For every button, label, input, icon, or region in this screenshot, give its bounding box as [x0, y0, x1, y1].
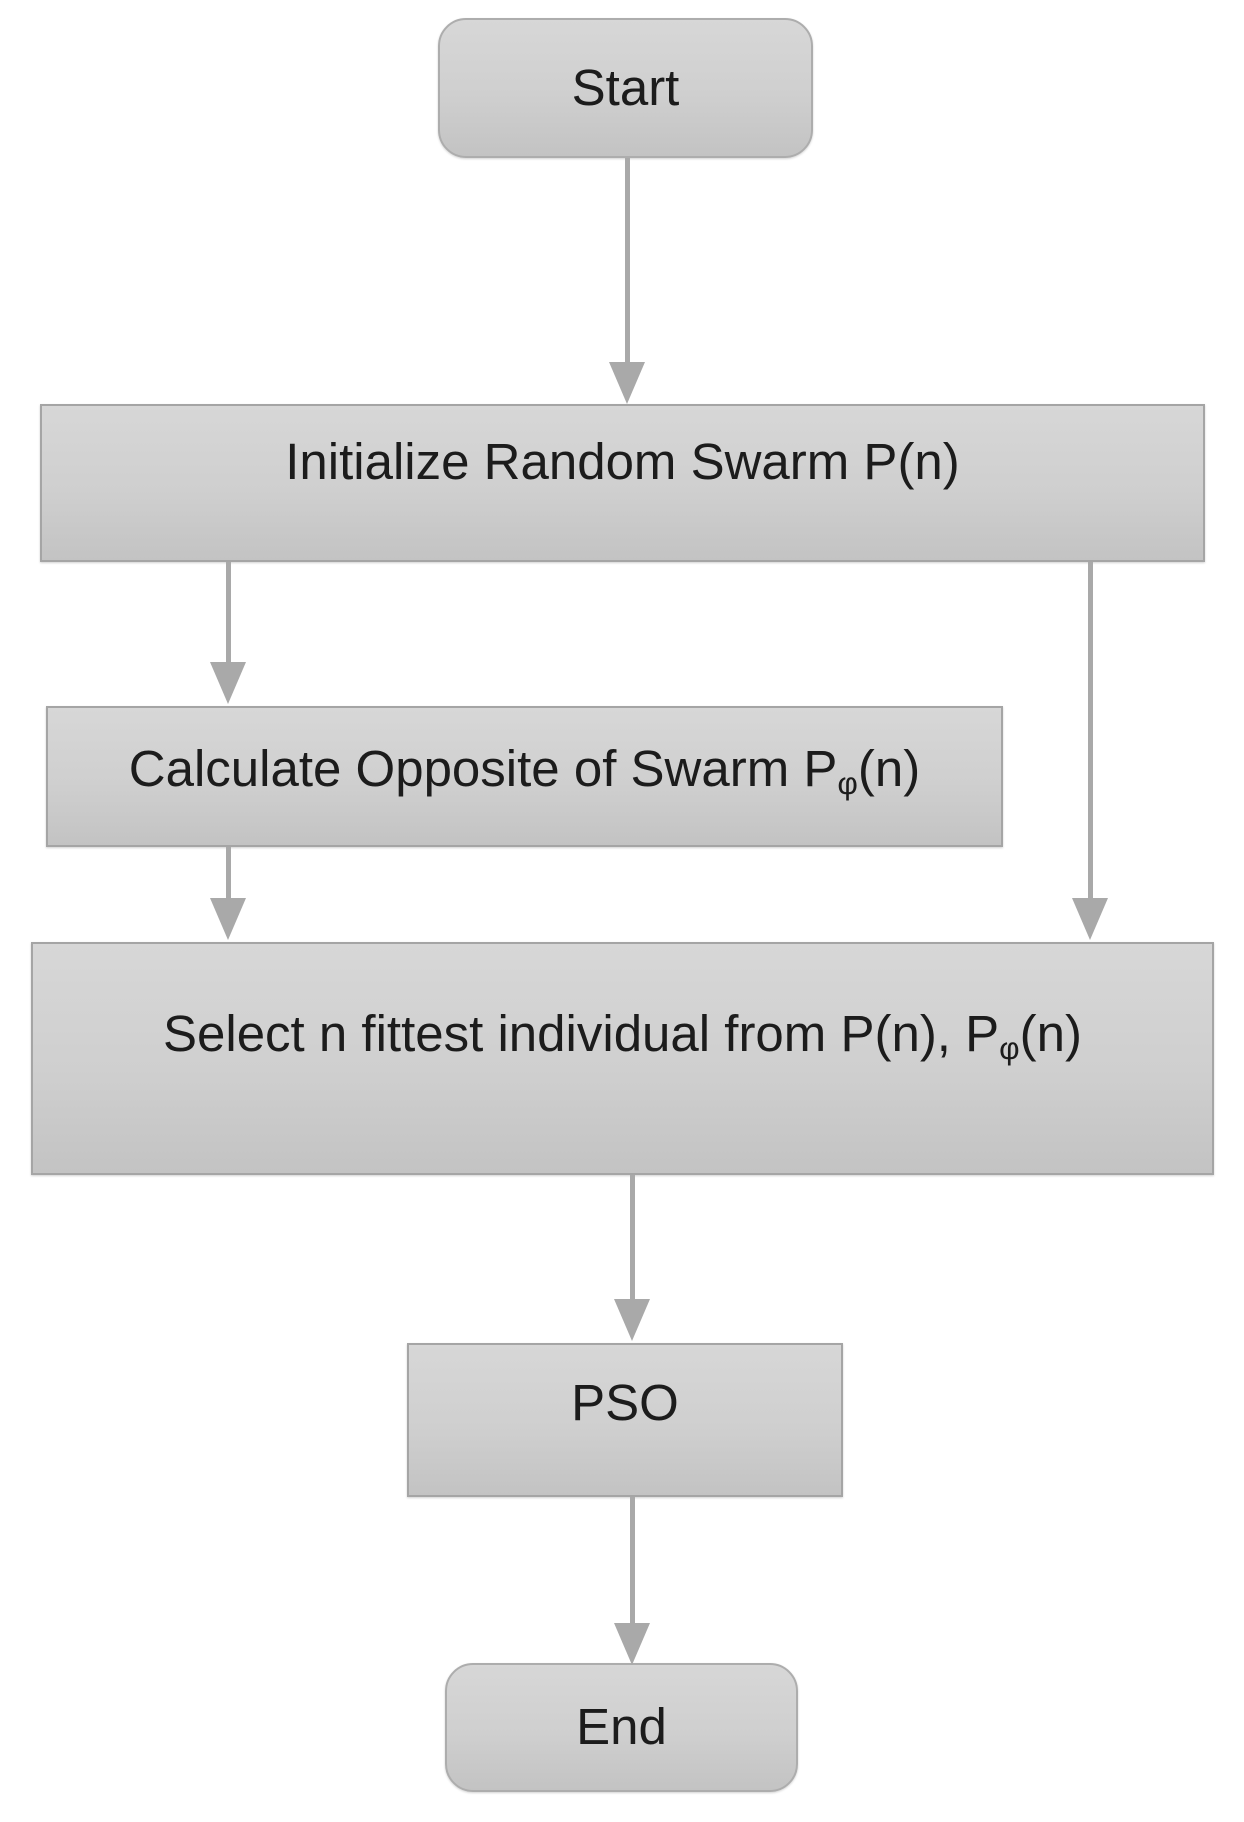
arrow-initialize-to-select — [1088, 562, 1093, 900]
arrowhead-start-to-initialize — [609, 362, 645, 404]
arrow-start-to-initialize — [625, 158, 630, 364]
node-start-label: Start — [571, 58, 680, 116]
node-start: Start — [438, 18, 813, 158]
node-calculate-opposite: Calculate Opposite of Swarm Pφ(n) — [46, 706, 1003, 847]
node-pso: PSO — [407, 1343, 843, 1497]
node-calculate-opposite-label: Calculate Opposite of Swarm Pφ(n) — [128, 740, 921, 802]
arrow-initialize-to-opposite — [226, 562, 231, 664]
arrowhead-opposite-to-select — [210, 898, 246, 940]
arrow-opposite-to-select — [226, 847, 231, 900]
arrowhead-pso-to-end — [614, 1623, 650, 1665]
node-initialize-swarm-label: Initialize Random Swarm P(n) — [285, 432, 960, 490]
arrowhead-initialize-to-select — [1072, 898, 1108, 940]
node-end-label: End — [576, 1698, 667, 1756]
node-pso-label: PSO — [571, 1373, 679, 1431]
phi-subscript: φ — [837, 765, 858, 802]
node-initialize-swarm: Initialize Random Swarm P(n) — [40, 404, 1205, 562]
node-select-fittest: Select n fittest individual from P(n), P… — [31, 942, 1214, 1175]
node-end: End — [445, 1663, 798, 1792]
arrow-pso-to-end — [630, 1497, 635, 1625]
arrowhead-initialize-to-opposite — [210, 662, 246, 704]
phi-subscript: φ — [999, 1030, 1020, 1067]
arrow-select-to-pso — [630, 1175, 635, 1301]
arrowhead-select-to-pso — [614, 1299, 650, 1341]
node-select-fittest-label: Select n fittest individual from P(n), P… — [162, 1005, 1082, 1067]
